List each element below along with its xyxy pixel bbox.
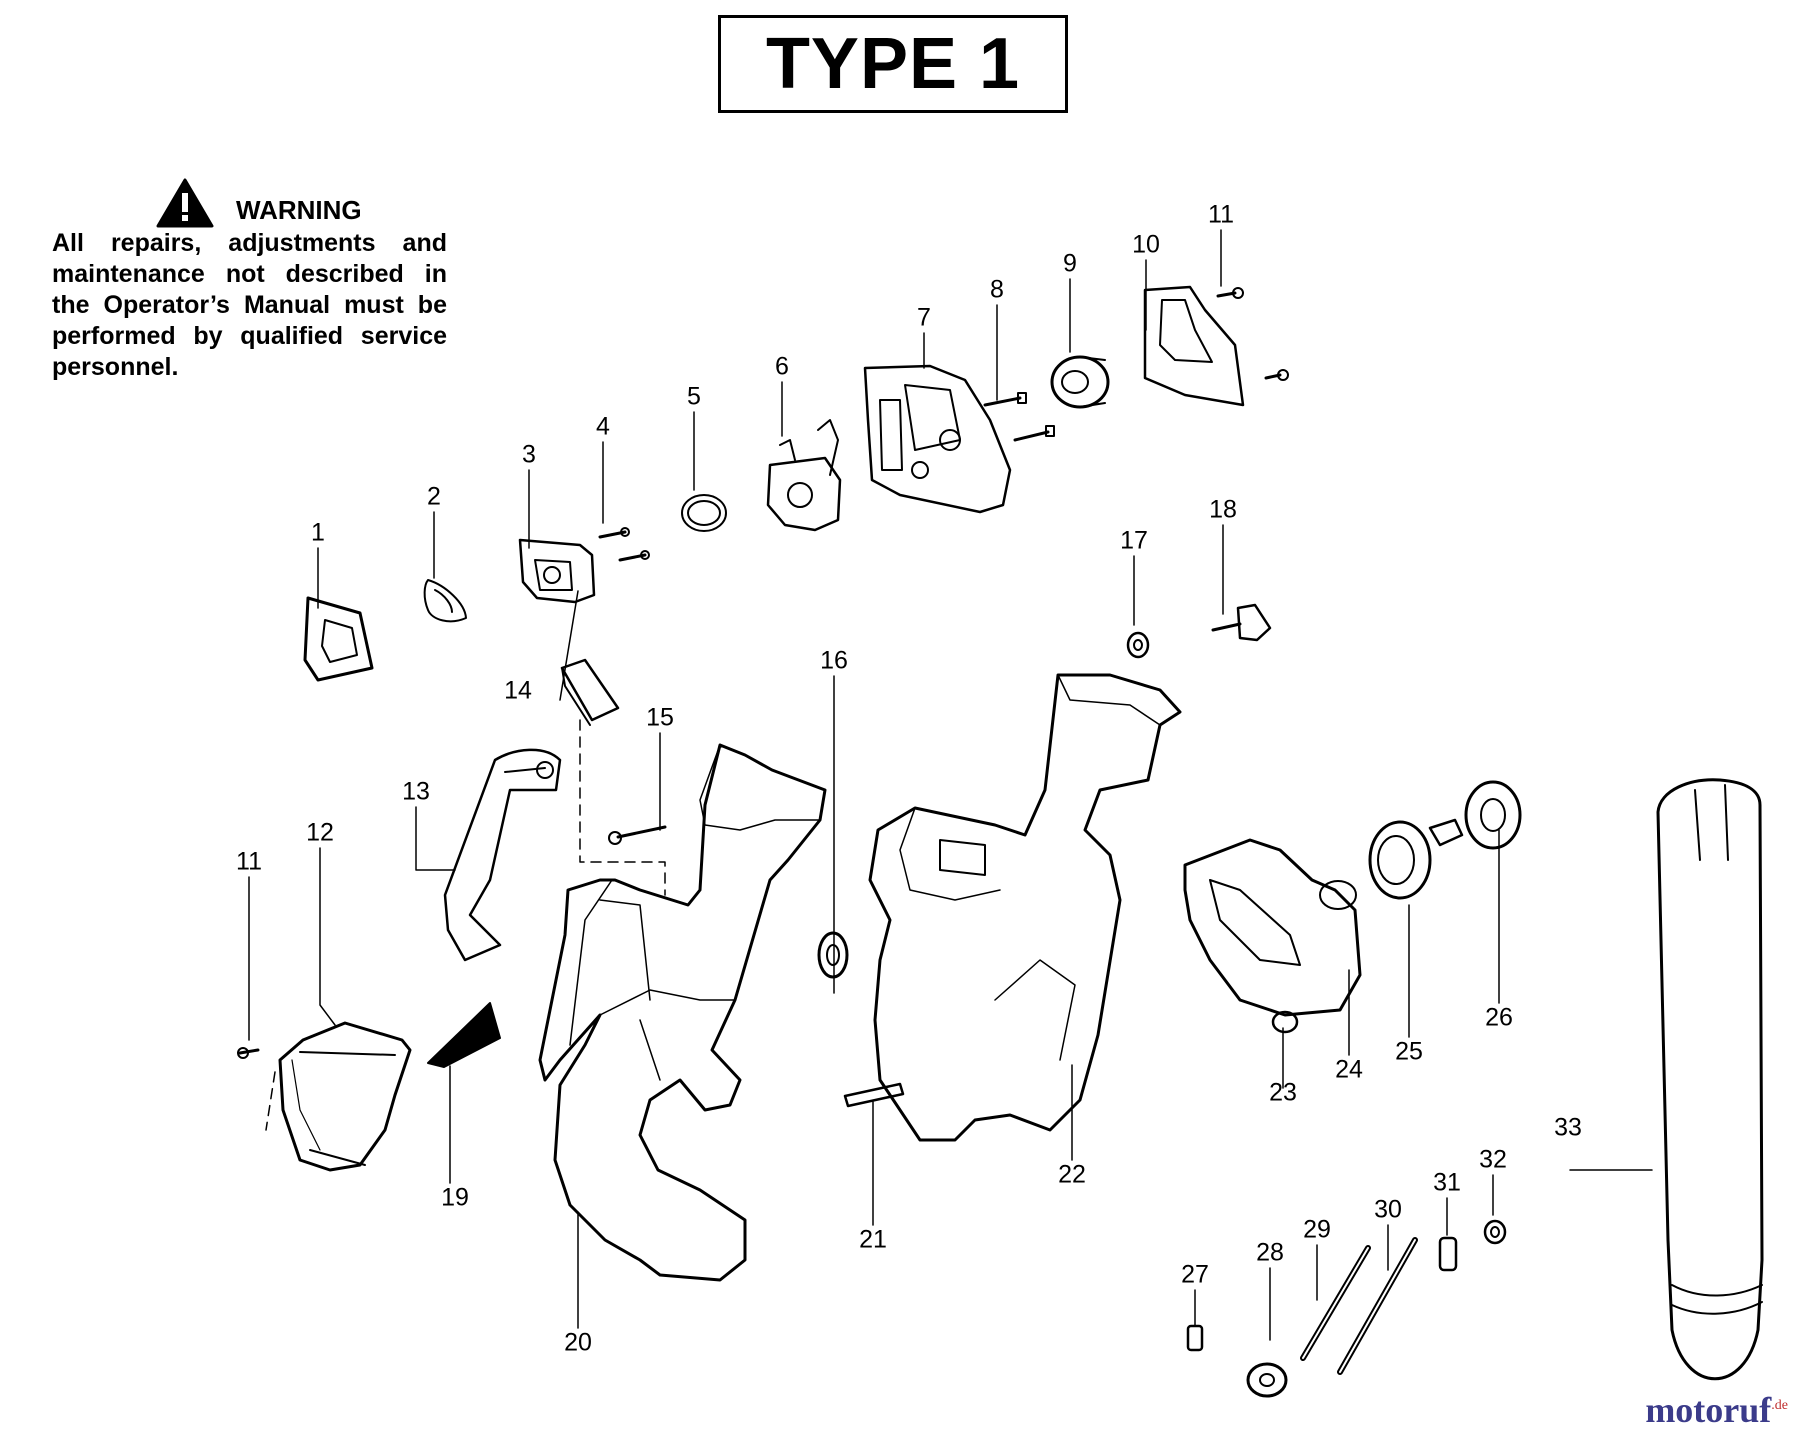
callout-24: 24 (1335, 1055, 1363, 1084)
callout-22: 22 (1058, 1160, 1086, 1189)
part-7-housing (863, 364, 1012, 514)
callout-30: 30 (1374, 1195, 1402, 1224)
part-14-filter (560, 658, 620, 726)
part-4-screws (598, 527, 650, 562)
callout-5: 5 (687, 382, 701, 411)
part-2-gasket (423, 579, 467, 623)
callout-25: 25 (1395, 1037, 1423, 1066)
callout-31: 31 (1433, 1168, 1461, 1197)
warning-body: All repairs, adjustments and maintenance… (52, 229, 447, 381)
callout-27: 27 (1181, 1260, 1209, 1289)
part-25-ring (1368, 820, 1432, 900)
callout-13: 13 (402, 777, 430, 806)
callout-19: 19 (441, 1183, 469, 1212)
part-6-carburetor (766, 419, 842, 532)
part-30-fuel-line (1337, 1237, 1418, 1375)
diagram-title: TYPE 1 (765, 24, 1021, 104)
callout-17: 17 (1120, 526, 1148, 555)
part-10-plate (1143, 285, 1245, 407)
part-32-grommet (1483, 1219, 1507, 1245)
callout-11: 11 (236, 847, 262, 876)
warning-header: WARNING (156, 170, 447, 228)
part-31-fuel-filter (1438, 1236, 1458, 1272)
brand-watermark: motoruf.de (1645, 1389, 1788, 1431)
callout-18: 18 (1209, 495, 1237, 524)
callout-12: 12 (306, 818, 334, 847)
warning-notice: WARNING All repairs, adjustments and mai… (52, 170, 447, 383)
callout-2: 2 (427, 482, 441, 511)
callout-23: 23 (1269, 1078, 1297, 1107)
callout-8: 8 (990, 275, 1004, 304)
part-12-cover (278, 1021, 412, 1172)
part-22-housing-half (868, 673, 1182, 1142)
part-27-fitting (1186, 1324, 1204, 1352)
callout-33: 33 (1554, 1113, 1582, 1142)
callout-6: 6 (775, 352, 789, 381)
part-9-spacer (1050, 355, 1110, 409)
part-18-knob (1211, 603, 1272, 642)
callout-16: 16 (820, 646, 848, 675)
part-3-adapter (518, 538, 596, 604)
part-20-blower-housing (538, 743, 827, 1282)
part-17-nut (1126, 631, 1150, 659)
part-29-fuel-line (1300, 1245, 1371, 1361)
callout-9: 9 (1063, 249, 1077, 278)
part-23-grommet (1271, 1010, 1299, 1034)
part-28-washer (1246, 1362, 1288, 1398)
brand-suffix: .de (1771, 1398, 1788, 1413)
callout-21: 21 (859, 1225, 887, 1254)
callout-14: 14 (504, 676, 532, 705)
part-5-gasket (681, 494, 727, 532)
callout-7: 7 (917, 303, 931, 332)
part-19-baffle (427, 1002, 501, 1068)
callout-28: 28 (1256, 1238, 1284, 1267)
brand-name: motoruf (1645, 1390, 1772, 1430)
part-16-fan (817, 931, 849, 979)
part-13-handle (443, 748, 562, 962)
callout-10: 10 (1132, 230, 1160, 259)
part-26-boot (1428, 780, 1522, 850)
callout-11: 11 (1208, 200, 1234, 229)
callout-20: 20 (564, 1328, 592, 1357)
callout-3: 3 (522, 440, 536, 469)
part-33-blower-tube (1656, 778, 1764, 1381)
callout-4: 4 (596, 412, 610, 441)
part-24-elbow (1183, 838, 1362, 1017)
callout-32: 32 (1479, 1145, 1507, 1174)
diagram-title-box: TYPE 1 (718, 15, 1068, 113)
part-8-bolts (983, 392, 1055, 442)
part-21-pin (843, 1082, 905, 1108)
callout-29: 29 (1303, 1215, 1331, 1244)
part-1-gasket (303, 596, 374, 682)
callout-15: 15 (646, 703, 674, 732)
warning-heading: WARNING (236, 195, 362, 225)
callout-1: 1 (311, 518, 325, 547)
part-11-screws (237, 287, 1289, 1059)
leader-lines (248, 229, 1653, 1341)
callout-26: 26 (1485, 1003, 1513, 1032)
warning-triangle-icon (156, 178, 214, 228)
part-15-screw (608, 825, 667, 845)
